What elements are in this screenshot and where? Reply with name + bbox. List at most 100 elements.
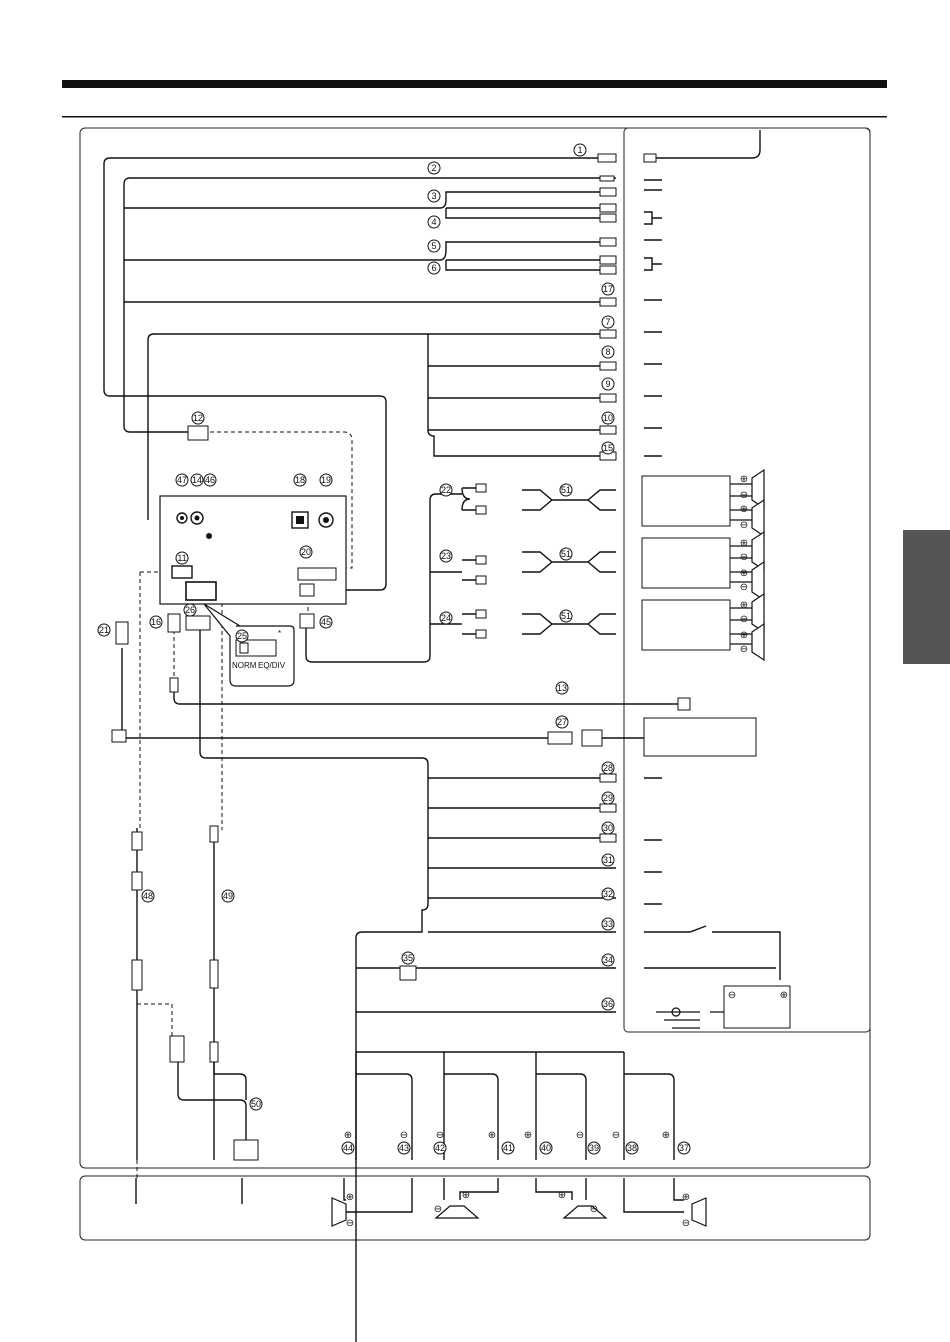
amplifier-3 [642, 600, 730, 650]
spk4-minus: ⊖ [682, 1218, 690, 1229]
callout-41: 41 [503, 1143, 513, 1153]
header-thin-rule [62, 116, 887, 118]
callout-labels: 1 2 3 4 5 6 17 7 8 9 10 15 12 47 14 46 1… [99, 145, 689, 1153]
callout-24: 24 [441, 613, 451, 623]
callout-25: 25 [237, 631, 247, 641]
callout-42: 42 [435, 1143, 445, 1153]
device-box-27 [644, 718, 756, 756]
callout-11: 11 [177, 553, 186, 563]
callout-20: 20 [301, 547, 311, 557]
amp1-plus-a: ⊕ [740, 474, 748, 485]
callout-40: 40 [541, 1143, 551, 1153]
plug-45 [300, 614, 314, 628]
callout-43: 43 [399, 1143, 409, 1153]
lead-39-minus: ⊖ [576, 1130, 584, 1141]
callout-1: 1 [577, 145, 582, 155]
fuse-35 [400, 966, 416, 980]
lead-41-plus: ⊕ [488, 1130, 496, 1141]
callout-10: 10 [603, 413, 613, 423]
header-thick-rule [62, 80, 887, 88]
callout-26: 26 [185, 605, 195, 615]
connector-20 [298, 568, 336, 580]
callout-17: 17 [603, 284, 613, 294]
callout-4: 4 [431, 217, 436, 227]
callout-36: 36 [603, 999, 613, 1009]
lead-40-plus: ⊕ [524, 1130, 532, 1141]
spk3-plus: ⊕ [558, 1190, 566, 1201]
amp1-plus-b: ⊕ [740, 504, 748, 515]
connector-12 [188, 426, 208, 440]
battery-minus: ⊖ [728, 990, 736, 1001]
callout-38: 38 [627, 1143, 637, 1153]
callout-28: 28 [603, 763, 613, 773]
callout-9: 9 [605, 379, 610, 389]
callout-39: 39 [589, 1143, 599, 1153]
callout-46: 46 [205, 475, 215, 485]
connector-45-socket [300, 584, 314, 596]
callout-50: 50 [251, 1099, 261, 1109]
callout-15: 15 [603, 443, 613, 453]
amplifier-2 [642, 538, 730, 588]
spk2-plus: ⊕ [462, 1190, 470, 1201]
callout-51c: 51 [561, 611, 571, 621]
lead-42-minus: ⊖ [436, 1130, 444, 1141]
callout-markers [98, 144, 690, 1154]
ground-symbol [656, 1008, 724, 1028]
callout-48: 48 [143, 891, 153, 901]
connector-26 [186, 582, 216, 600]
callout-27: 27 [557, 717, 567, 727]
callout-6: 6 [431, 263, 436, 273]
spk4-plus: ⊕ [682, 1192, 690, 1203]
callout-3: 3 [431, 191, 436, 201]
amp2-plus-a: ⊕ [740, 538, 748, 549]
amp3-plus-b: ⊕ [740, 630, 748, 641]
amp1-minus-a: ⊖ [740, 490, 748, 501]
callout-44: 44 [343, 1143, 353, 1153]
callout-37: 37 [679, 1143, 689, 1153]
lead-38-minus: ⊖ [612, 1130, 620, 1141]
callout-51b: 51 [561, 549, 571, 559]
callout-19: 19 [321, 475, 331, 485]
callout-13: 13 [557, 683, 567, 693]
bottom-frame [80, 1176, 870, 1240]
callout-7: 7 [605, 317, 610, 327]
callout-47: 47 [177, 475, 187, 485]
callout-14: 14 [192, 475, 202, 485]
spk3-minus: ⊖ [590, 1204, 598, 1215]
callout-12: 12 [193, 413, 203, 423]
amp3-plus-a: ⊕ [740, 600, 748, 611]
amp3-minus-a: ⊖ [740, 614, 748, 625]
callout-51a: 51 [561, 485, 571, 495]
wire-terminals [112, 154, 690, 1160]
lead-43-minus: ⊖ [400, 1130, 408, 1141]
callout-30: 30 [603, 823, 613, 833]
switch-norm-label: NORM [232, 661, 257, 670]
side-tab [903, 530, 950, 664]
amplifier-1 [642, 476, 730, 526]
connector-11 [172, 566, 192, 578]
callout-2: 2 [431, 163, 436, 173]
amp1-minus-b: ⊖ [740, 520, 748, 531]
callout-32: 32 [603, 889, 613, 899]
spk1-minus: ⊖ [346, 1218, 354, 1229]
callout-23: 23 [441, 551, 451, 561]
switch-eqdiv-label: EQ/DIV [258, 661, 286, 670]
plug-26 [186, 616, 210, 630]
amp2-plus-b: ⊕ [740, 568, 748, 579]
battery-plus: ⊕ [780, 990, 788, 1001]
callout-49: 49 [223, 891, 233, 901]
lead-44-plus: ⊕ [344, 1130, 352, 1141]
callout-8: 8 [605, 347, 610, 357]
callout-33: 33 [603, 919, 613, 929]
amp2-minus-b: ⊖ [740, 582, 748, 593]
lead-37-plus: ⊕ [662, 1130, 670, 1141]
switch-asterisk: * [278, 629, 281, 638]
callout-22: 22 [441, 485, 451, 495]
callout-21: 21 [99, 625, 109, 635]
plug-21 [116, 622, 128, 644]
spk1-plus: ⊕ [346, 1192, 354, 1203]
jack-46 [206, 533, 212, 539]
callout-16: 16 [151, 617, 161, 627]
plug-16 [168, 614, 180, 632]
